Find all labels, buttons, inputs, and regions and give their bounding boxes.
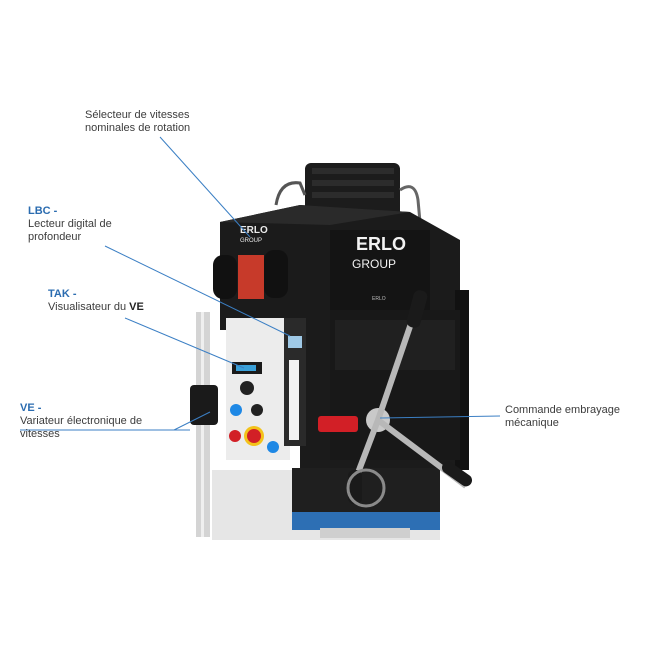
leader-ve-2: [173, 411, 211, 431]
callout-speed-selector-text: Sélecteur de vitesses nominales de rotat…: [85, 109, 191, 134]
head-logo-group: GROUP: [352, 257, 396, 271]
black-button: [251, 404, 263, 416]
small-logo-erlo: ERLO: [240, 225, 268, 236]
speed-selector-right: [264, 250, 288, 298]
callout-ve-text: Variateur électronique de vitesses: [20, 415, 143, 440]
callout-lbc-code: LBC -: [28, 205, 58, 217]
leader-selector: [159, 136, 251, 238]
leader-lbc: [104, 245, 291, 337]
callout-clutch: Commande embrayage mécanique: [505, 404, 645, 430]
small-logo-group: GROUP: [240, 238, 262, 244]
head-badge: ERLO: [372, 296, 386, 302]
callout-tak-code: TAK -: [48, 288, 77, 300]
callout-tak: TAK - Visualisateur du VE: [48, 288, 178, 314]
callout-ve-code: VE -: [20, 402, 42, 414]
leader-tak: [124, 317, 245, 369]
stop-button: [247, 429, 261, 443]
info-button: [267, 441, 279, 453]
blue-button: [230, 404, 242, 416]
callout-lbc: LBC - Lecteur digital de profondeur: [28, 205, 158, 244]
callout-speed-selector: Sélecteur de vitesses nominales de rotat…: [85, 109, 235, 135]
red-indicator: [229, 430, 241, 442]
callout-ve: VE - Variateur électronique de vitesses: [20, 402, 160, 441]
speed-knob: [240, 381, 254, 395]
leader-lines: [20, 136, 501, 431]
callout-clutch-text: Commande embrayage mécanique: [505, 404, 620, 429]
callout-tak-bold: VE: [129, 301, 144, 313]
leader-clutch: [379, 415, 501, 419]
callout-tak-text: Visualisateur du: [48, 301, 130, 313]
clutch-handle: [318, 416, 358, 432]
motor-housing: [305, 163, 400, 218]
head-logo-erlo: ERLO: [356, 234, 406, 254]
speed-selector-left: [213, 255, 237, 299]
callout-lbc-text: Lecteur digital de profondeur: [28, 218, 112, 243]
